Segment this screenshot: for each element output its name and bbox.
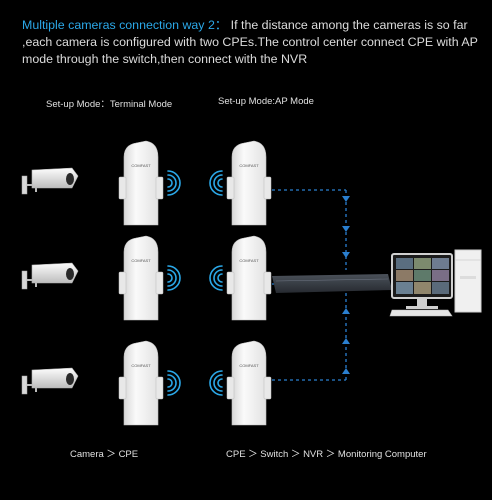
intro-text: Multiple cameras connection way 2： If th…	[22, 17, 482, 68]
intro-sep: ：	[214, 18, 228, 32]
wifi-signal-out-icon	[167, 265, 181, 291]
cpe-ap-icon: COMFAST	[226, 340, 272, 426]
cpe-terminal-icon: COMFAST	[118, 140, 164, 226]
cpe-terminal-icon: COMFAST	[118, 235, 164, 321]
wifi-signal-out-icon	[167, 170, 181, 196]
bottom-right-caption: CPE ＞ Switch ＞ NVR ＞ Monitoring Computer	[226, 449, 427, 460]
intro-body: If the distance among the cameras is so …	[22, 18, 478, 66]
cpe-brand-logo: COMFAST	[239, 363, 259, 368]
arrow-down-3	[342, 252, 350, 258]
keyboard-icon	[389, 309, 453, 317]
camera-icon	[21, 367, 79, 395]
cpe-brand-logo: COMFAST	[131, 363, 151, 368]
cpe-ap-icon: COMFAST	[226, 140, 272, 226]
cpe-brand-logo: COMFAST	[131, 163, 151, 168]
wifi-signal-in-icon	[209, 170, 223, 196]
device-row-3: COMFAST COMFAST	[21, 340, 272, 426]
cpe-brand-logo: COMFAST	[239, 163, 259, 168]
wifi-signal-out-icon	[167, 370, 181, 396]
terminal-mode-label: Set-up Mode：Terminal Mode	[46, 99, 173, 110]
wifi-signal-in-icon	[209, 265, 223, 291]
device-row-1: COMFAST COMFAST	[21, 140, 272, 226]
monitoring-computer-icon	[391, 253, 453, 309]
cpe-ap-icon: COMFAST	[226, 235, 272, 321]
switch-icon	[272, 274, 392, 293]
nvr-tower-icon	[454, 249, 482, 313]
arrow-down-1	[342, 196, 350, 202]
device-row-2: COMFAST COMFAST	[21, 235, 272, 321]
monitor-screen-tiles	[396, 258, 449, 294]
arrow-down-2	[342, 226, 350, 232]
cpe-terminal-icon: COMFAST	[118, 340, 164, 426]
cpe-brand-logo: COMFAST	[239, 258, 259, 263]
arrow-up-2	[342, 338, 350, 344]
ap-mode-label: Set-up Mode:AP Mode	[218, 96, 314, 107]
intro-lead: Multiple cameras connection way 2	[22, 18, 215, 32]
bottom-left-caption: Camera ＞ CPE	[70, 449, 139, 460]
arrow-up-1	[342, 368, 350, 374]
camera-icon	[21, 167, 79, 195]
cpe-brand-logo: COMFAST	[131, 258, 151, 263]
arrow-up-3	[342, 308, 350, 314]
wifi-signal-in-icon	[209, 370, 223, 396]
camera-icon	[21, 262, 79, 290]
